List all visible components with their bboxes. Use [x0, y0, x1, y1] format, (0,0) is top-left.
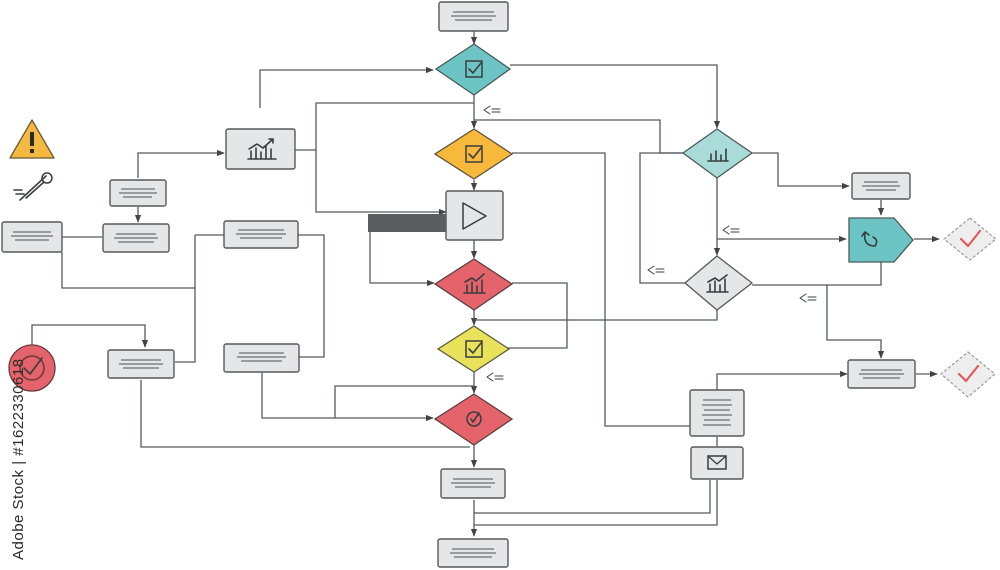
- process-box: [102, 223, 170, 253]
- watermark: Adobe Stock | #1622330618: [10, 358, 27, 560]
- process-box: [223, 220, 299, 249]
- document-box: [689, 389, 745, 437]
- process-box: [1, 221, 63, 253]
- play-icon: [462, 202, 487, 230]
- loop-arrow-icon: [799, 293, 817, 303]
- check-diamond-top: [943, 217, 997, 261]
- connector: [512, 152, 690, 427]
- check-diamond-bottom: [940, 351, 996, 398]
- loop-arrow-icon: [722, 225, 740, 235]
- check-icon: [465, 60, 483, 78]
- connector: [261, 373, 434, 422]
- process-box: [223, 343, 300, 373]
- decision-teal-chart: [681, 128, 754, 179]
- connector: [137, 149, 225, 178]
- connector: [752, 152, 850, 190]
- connector: [474, 282, 568, 349]
- connector: [61, 252, 195, 289]
- decision-teal: [434, 43, 512, 96]
- decisions: [433, 43, 754, 446]
- connector: [474, 480, 718, 526]
- connector: [31, 324, 149, 348]
- connector: [298, 234, 325, 358]
- bar-chart-icon: [247, 138, 277, 160]
- process-box-bottom: [437, 538, 509, 568]
- rocket-icon: [13, 172, 53, 201]
- connector: [295, 102, 474, 151]
- decision-red-target: [433, 393, 514, 446]
- process-box: [851, 172, 911, 200]
- process-box-chart: [225, 128, 296, 170]
- connector: [510, 64, 721, 129]
- connector: [334, 385, 474, 418]
- target-icon: [8, 344, 56, 392]
- loop-arrow-icon: [483, 105, 501, 115]
- connector: [175, 235, 196, 363]
- process-box: [440, 468, 506, 499]
- check-icon: [959, 229, 982, 248]
- decision-red-chart: [433, 258, 514, 311]
- bar-chart-icon: [463, 273, 486, 294]
- process-box: [107, 349, 175, 379]
- connector: [639, 152, 686, 284]
- check-icon: [957, 364, 980, 383]
- loop-markers: [483, 105, 817, 382]
- check-icon: [465, 145, 483, 163]
- connector: [752, 262, 882, 286]
- connector: [826, 285, 885, 359]
- process-boxes: [1, 1, 916, 568]
- connector: [474, 119, 686, 154]
- connector: [315, 150, 447, 216]
- check-icon: [465, 340, 483, 358]
- decision-yellow: [436, 325, 511, 373]
- teal-pentagon: [848, 217, 914, 263]
- process-box: [109, 179, 167, 207]
- process-box: [847, 359, 916, 389]
- connectors: [31, 31, 940, 537]
- bar-chart-icon: [706, 274, 729, 293]
- envelope-icon: [707, 455, 727, 470]
- connector: [474, 480, 711, 514]
- target-icon: [466, 411, 482, 427]
- dark-bar: [368, 214, 446, 232]
- final-checks: [940, 217, 997, 398]
- loop-arrow-icon: [486, 372, 504, 382]
- return-arrow-icon: [861, 231, 878, 247]
- envelope-box: [690, 446, 744, 480]
- connector: [716, 370, 848, 390]
- decision-grey-chart: [683, 255, 754, 311]
- play-box: [445, 190, 504, 241]
- connector: [369, 215, 435, 287]
- connector: [474, 310, 718, 321]
- document-icon: [702, 399, 732, 426]
- decision-orange: [433, 128, 514, 180]
- warning-icon: [9, 119, 55, 159]
- connector: [259, 66, 434, 108]
- bar-chart-icon: [707, 148, 729, 162]
- loop-arrow-icon: [647, 265, 665, 275]
- connector: [140, 380, 470, 448]
- process-box-top: [438, 1, 509, 32]
